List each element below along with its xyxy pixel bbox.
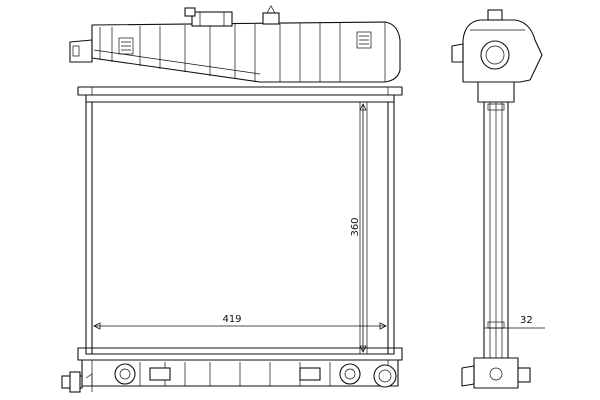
depth-dimension-label: 32 [520,315,533,326]
top-header [77,86,403,103]
side-top-header [477,81,515,103]
left-boss [114,363,136,385]
side-bottom-header [461,357,531,389]
drain-plug [61,371,93,393]
depth-dimension: 32 [483,315,545,334]
width-dimension: 419 [93,314,387,330]
outlet-pipe [373,364,397,388]
filler-cap [184,7,233,27]
side-tank [451,9,543,83]
side-view: 32 [451,9,545,389]
right-boss [339,363,361,385]
side-core [483,101,509,359]
radiator-core [85,101,395,355]
vent-nipple [262,5,280,25]
expansion-tank [69,21,401,83]
front-view: 419 360 [61,5,403,393]
height-dimension: 360 [350,103,367,353]
height-dimension-label: 360 [350,217,361,236]
width-dimension-label: 419 [222,314,241,325]
